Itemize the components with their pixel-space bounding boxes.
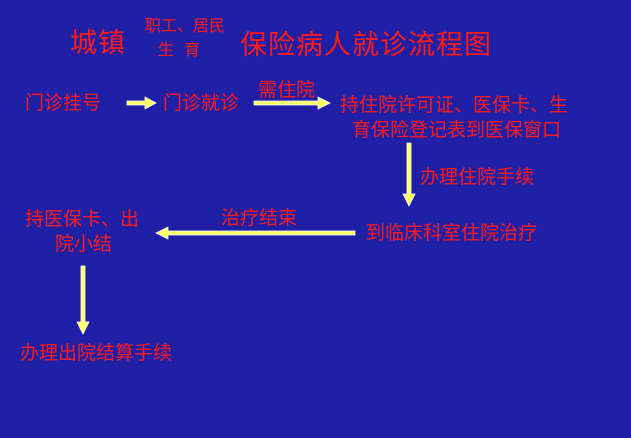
node-registration: 门诊挂号: [25, 92, 102, 114]
arrow-outpatient-to-permit: [253, 96, 331, 110]
node-checkout-line1: 持医保卡、出: [25, 208, 140, 230]
node-checkout-line2: 院小结: [55, 233, 113, 255]
node-ward: 到临床科室住院治疗: [366, 222, 538, 244]
title-small-top: 职工、居民: [145, 16, 226, 35]
edge-label-need-hospital: 需住院: [258, 79, 316, 101]
edge-label-treatment-end: 治疗结束: [221, 207, 298, 229]
arrow-permit-to-ward: [402, 142, 416, 207]
arrow-registration-to-outpatient: [126, 96, 157, 110]
node-outpatient: 门诊就诊: [163, 92, 240, 114]
node-permit-line1: 持住院许可证、医保卡、生: [340, 94, 569, 116]
node-settlement: 办理出院结算手续: [20, 342, 173, 364]
arrow-ward-to-checkout: [155, 226, 356, 240]
title-suffix: 保险病人就诊流程图: [240, 30, 492, 61]
title-prefix: 城镇: [70, 28, 126, 59]
title-small-bottom: 生 育: [158, 40, 201, 59]
edge-label-admission: 办理住院手续: [420, 166, 535, 188]
arrow-checkout-to-settlement: [76, 265, 90, 335]
node-permit-line2: 育保险登记表到医保窗口: [352, 119, 562, 141]
